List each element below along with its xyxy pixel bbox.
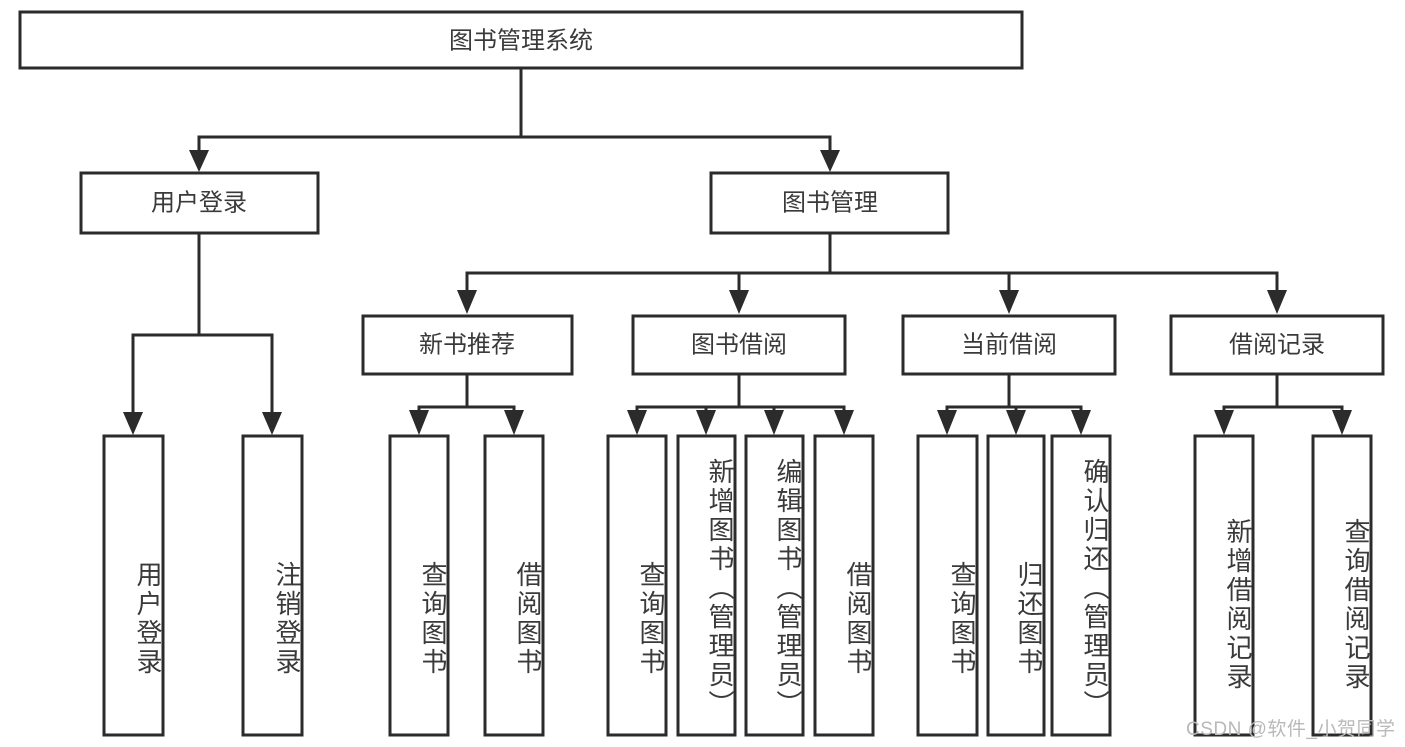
leaf-node-query-book-1[interactable]	[388, 434, 450, 737]
node-borrow-records-label: 借阅记录	[1229, 331, 1325, 358]
leaf-node-edit-book[interactable]	[744, 434, 805, 737]
leaf-node-user-login[interactable]	[102, 434, 165, 737]
connector-current-to-leaves	[937, 372, 1091, 435]
leaf-node-return-book[interactable]	[986, 434, 1046, 737]
node-new-book-recommend[interactable]: 新书推荐	[361, 314, 574, 376]
node-current-borrow[interactable]: 当前借阅	[901, 314, 1117, 376]
leaf-node-query-book-3[interactable]	[916, 434, 979, 737]
node-book-management-label: 图书管理	[782, 189, 878, 216]
connector-bookmgmt-to-level2	[457, 231, 1287, 314]
node-root[interactable]: 图书管理系统	[18, 10, 1024, 70]
connector-root-to-level1	[189, 66, 840, 172]
node-new-book-recommend-label: 新书推荐	[419, 331, 515, 358]
connector-borrow-to-leaves	[627, 372, 854, 435]
node-borrow-records[interactable]: 借阅记录	[1169, 314, 1385, 376]
node-user-login[interactable]: 用户登录	[79, 171, 320, 235]
node-user-login-label: 用户登录	[151, 189, 247, 216]
node-root-label: 图书管理系统	[449, 27, 593, 54]
leaf-node-query-book-2[interactable]	[606, 434, 668, 737]
node-book-borrow-label: 图书借阅	[691, 331, 787, 358]
leaf-node-borrow-book-1[interactable]	[483, 434, 545, 737]
leaf-node-logout[interactable]	[241, 434, 304, 737]
leaf-node-add-book[interactable]	[676, 434, 737, 737]
watermark: CSDN @软件_小贺同学	[1186, 719, 1396, 740]
leaf-node-confirm-return[interactable]	[1050, 434, 1112, 737]
leaf-node-add-record[interactable]	[1193, 434, 1255, 737]
leaf-node-query-record[interactable]	[1311, 434, 1373, 737]
node-book-borrow[interactable]: 图书借阅	[631, 314, 847, 376]
leaf-node-borrow-book-2[interactable]	[813, 434, 875, 737]
connector-records-to-leaves	[1214, 372, 1352, 435]
node-current-borrow-label: 当前借阅	[961, 331, 1057, 358]
node-book-management[interactable]: 图书管理	[709, 171, 950, 235]
connector-userlogin-to-leaves	[123, 231, 282, 435]
connector-newbook-to-leaves	[409, 372, 524, 435]
